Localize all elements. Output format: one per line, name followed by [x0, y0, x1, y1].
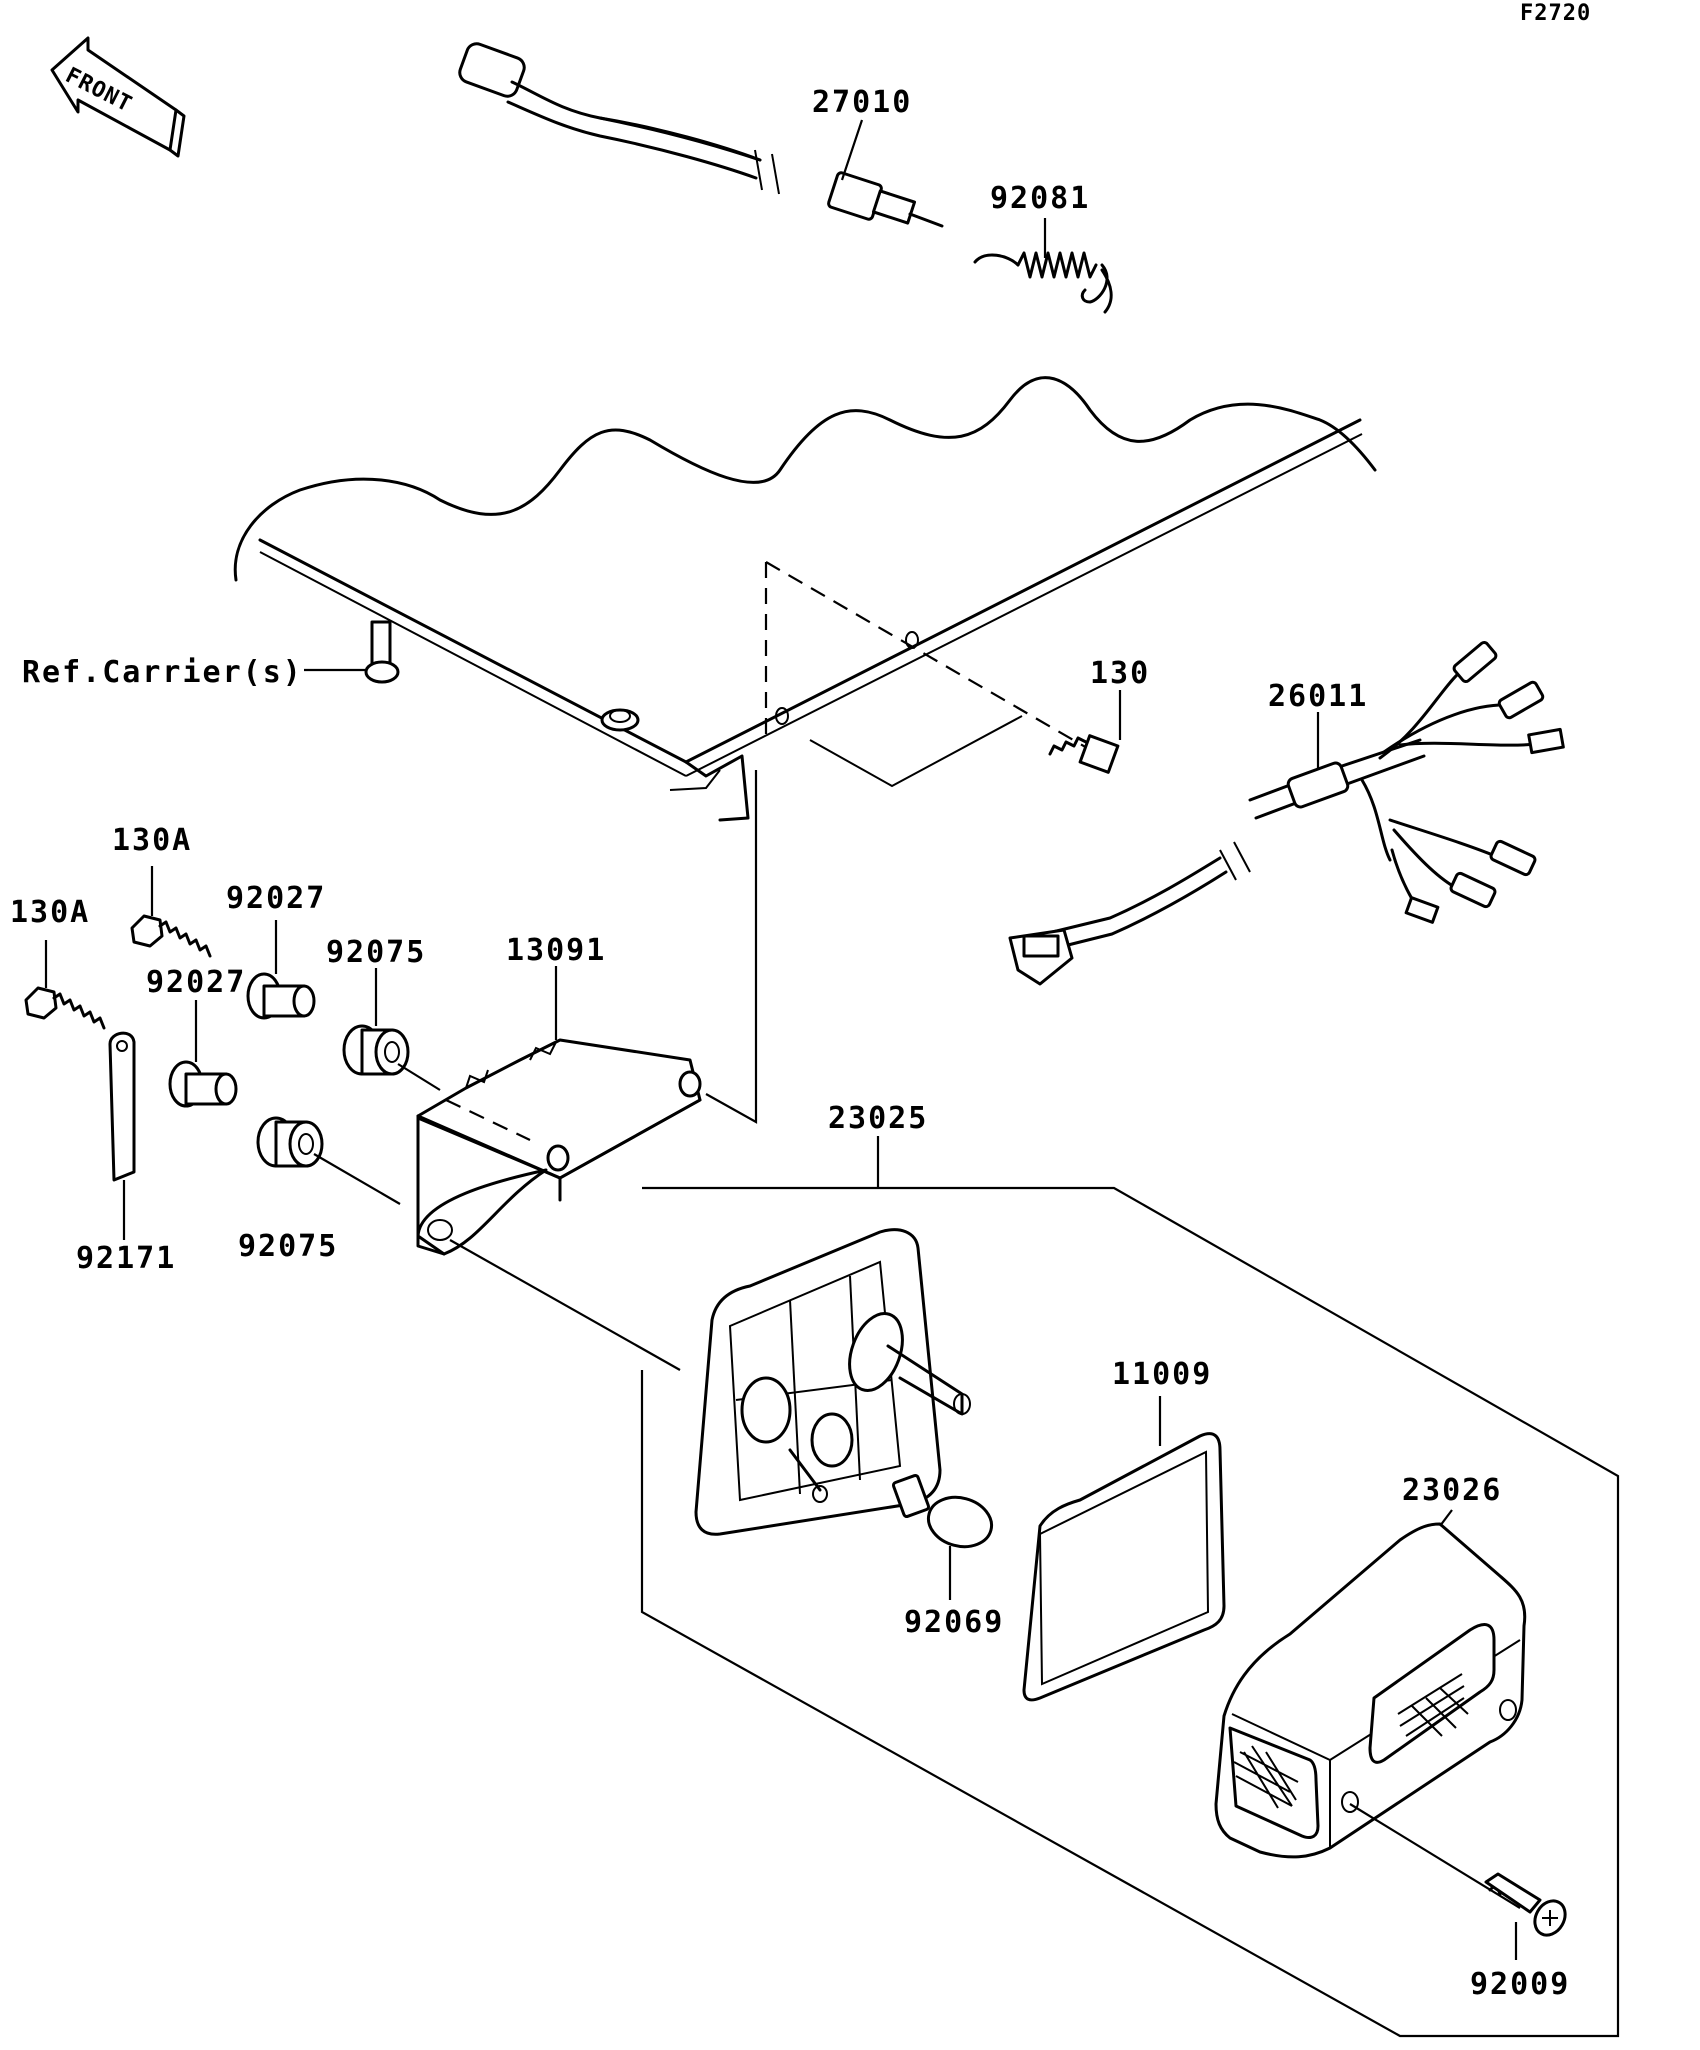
screw-92009	[1349, 1803, 1567, 1960]
bulb-92069	[891, 1473, 994, 1600]
collar-92027-upper	[246, 920, 316, 1020]
label-92171: 92171	[76, 1241, 176, 1276]
front-arrow-icon: FRONT	[50, 36, 186, 158]
figure-code: F2720	[1520, 1, 1591, 26]
ref-carrier-label: Ref.Carrier(s)	[22, 655, 303, 690]
label-92075-lower: 92075	[238, 1229, 338, 1264]
projection-line	[765, 561, 1095, 753]
label-26011: 26011	[1268, 679, 1368, 714]
label-23025: 23025	[828, 1101, 928, 1136]
label-92009: 92009	[1470, 1967, 1570, 2002]
spring-92081	[973, 218, 1113, 314]
label-27010: 27010	[812, 85, 912, 120]
label-23026: 23026	[1402, 1473, 1502, 1508]
label-92075-upper: 92075	[326, 935, 426, 970]
carrier-reference	[233, 376, 1377, 822]
lens-mesh-icon	[1233, 1673, 1469, 1809]
clamp-92171	[108, 1031, 136, 1240]
projection-line	[705, 770, 758, 1124]
label-130A-upper: 130A	[112, 823, 192, 858]
bolt-130	[1048, 690, 1122, 774]
label-92069: 92069	[904, 1605, 1004, 1640]
bolt-130A-lower	[24, 940, 106, 1030]
gasket-11009	[1022, 1396, 1226, 1702]
label-92027-lower: 92027	[146, 965, 246, 1000]
grommet-92075-upper	[342, 968, 441, 1091]
tail-light-base	[694, 1228, 971, 1536]
harness-26011	[1008, 640, 1565, 986]
label-92081: 92081	[990, 181, 1090, 216]
brake-switch-27010	[458, 42, 944, 228]
bracket-13091	[416, 966, 702, 1371]
label-92027-upper: 92027	[226, 881, 326, 916]
label-130A-lower: 130A	[10, 895, 90, 930]
label-130: 130	[1090, 656, 1150, 691]
label-13091: 13091	[506, 933, 606, 968]
lens-23026	[1214, 1509, 1527, 1859]
grommet-92075-lower	[256, 1116, 401, 1205]
collar-92027-lower	[168, 1000, 238, 1108]
bolt-130A-upper	[130, 866, 212, 958]
assembly-frame-23025	[640, 1186, 1620, 2038]
label-11009: 11009	[1112, 1357, 1212, 1392]
